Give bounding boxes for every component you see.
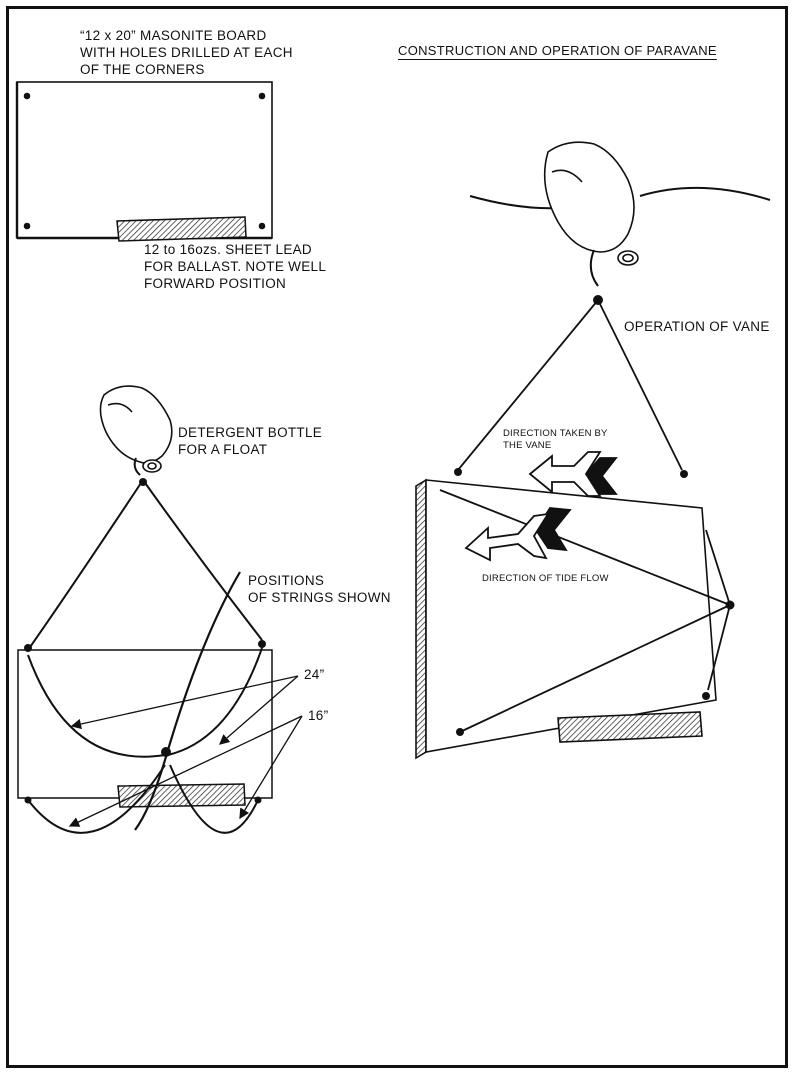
masonite-board-line-3: OF THE CORNERS (80, 61, 205, 77)
bridle-strings-left (27, 479, 263, 834)
operation-label: OPERATION OF VANE (624, 319, 770, 334)
string-knots-right (454, 295, 735, 736)
vane-direction-arrow (528, 451, 618, 497)
float-line-1: DETERGENT BOTTLE (178, 425, 323, 440)
ballast-line-3: FORWARD POSITION (144, 275, 287, 291)
lead-ballast-strip (116, 216, 247, 242)
vane-board-right (415, 478, 717, 760)
length-pointer-arrows (68, 675, 303, 827)
float-bottle-right (543, 141, 639, 287)
float-line-2: FOR A FLOAT (178, 441, 268, 457)
masonite-board (15, 81, 273, 240)
vane-direction-line-1: DIRECTION TAKEN BY (503, 428, 608, 439)
ballast-line-2: FOR BALLAST. NOTE WELL (144, 258, 327, 274)
vane-direction-label: DIRECTION TAKEN BY THE VANE (503, 428, 608, 452)
float-bottle-left (99, 385, 173, 476)
length-16-label: 16” (308, 708, 329, 723)
page-title: CONSTRUCTION AND OPERATION OF PARAVANE (398, 43, 717, 58)
bridle-strings-right (439, 299, 731, 733)
string-knots-left (24, 478, 266, 804)
masonite-board-label: “12 x 20” MASONITE BOARD WITH HOLES DRIL… (80, 28, 293, 79)
tide-direction-label: DIRECTION OF TIDE FLOW (482, 573, 609, 584)
float-label: DETERGENT BOTTLE FOR A FLOAT (178, 425, 322, 459)
masonite-board-line-1: “12 x 20” MASONITE BOARD (80, 28, 267, 43)
ballast-label: 12 to 16ozs. SHEET LEAD FOR BALLAST. NOT… (144, 242, 326, 293)
tide-direction-arrow (464, 507, 572, 562)
strings-line-1: POSITIONS (248, 573, 325, 588)
length-24-label: 24” (304, 667, 325, 682)
ballast-line-1: 12 to 16ozs. SHEET LEAD (144, 242, 312, 257)
strings-label: POSITIONS OF STRINGS SHOWN (248, 573, 391, 607)
assembly-board-left (17, 649, 273, 808)
masonite-board-line-2: WITH HOLES DRILLED AT EACH (80, 44, 293, 60)
strings-line-2: OF STRINGS SHOWN (248, 589, 391, 605)
vane-direction-line-2: THE VANE (503, 439, 552, 451)
